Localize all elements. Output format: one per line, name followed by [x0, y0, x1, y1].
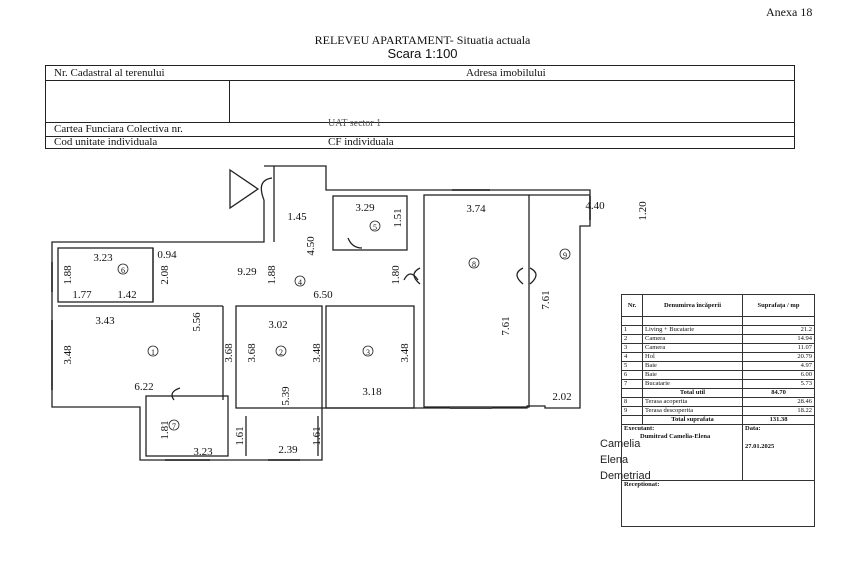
dimension-label: 1.45 [287, 211, 307, 223]
dimension-label: 1.77 [72, 289, 92, 301]
executant-label: Executant: [624, 425, 655, 432]
dimension-label: 7.61 [540, 290, 552, 309]
uat-label: UAT sector 1 [328, 118, 382, 129]
room-6-marker [117, 263, 129, 275]
room-number: 5 [373, 223, 377, 232]
dimension-label: 4.50 [305, 236, 317, 256]
data-label: Data: [745, 425, 761, 432]
room-number: 1 [151, 348, 155, 357]
col-area: Suprafaţa / mp [742, 294, 815, 317]
dimension-label: 3.02 [268, 319, 287, 331]
dimension-label: 3.43 [95, 315, 115, 327]
dimension-label: 9.29 [237, 266, 257, 278]
receptionat-label: Receptionat: [621, 480, 815, 527]
dimension-label: 1.61 [234, 426, 246, 445]
signature-line-1: Camelia [600, 438, 641, 450]
date-value: 27.01.2025 [745, 443, 775, 450]
dimension-label: 0.94 [157, 249, 177, 261]
scale-label: Scara 1:100 [387, 46, 458, 61]
header-row-3: Cartea Funciara Colectiva nr. UAT sector… [46, 118, 794, 137]
entrance-arrow-icon [229, 168, 260, 210]
dimension-label: 3.68 [223, 343, 235, 363]
dimension-label: 1.88 [62, 265, 74, 285]
room-number: 4 [298, 278, 302, 287]
room-number: 6 [121, 266, 125, 275]
dimension-label: 3.29 [355, 202, 375, 214]
cf-colectiva-label: Cartea Funciara Colectiva nr. [54, 123, 183, 135]
header-row-1: Nr. Cadastral al terenului Adresa imobil… [46, 66, 794, 81]
header-table: Nr. Cadastral al terenului Adresa imobil… [45, 65, 795, 149]
cod-unitate-label: Cod unitate individuala [54, 136, 158, 148]
room-7-marker [168, 419, 180, 431]
dimension-label: 6.22 [134, 381, 153, 393]
address-label: Adresa imobilului [466, 67, 546, 79]
annex-label: Anexa 18 [766, 5, 813, 19]
receptionat-row: Receptionat: [621, 480, 815, 527]
dimension-label: 2.08 [159, 265, 171, 285]
cf-individuala-label: CF individuala [328, 136, 394, 148]
cadastral-label: Nr. Cadastral al terenului [54, 67, 165, 79]
dimension-label: 1.88 [266, 265, 278, 285]
dimension-label: 3.68 [246, 343, 258, 363]
dimension-label: 3.48 [399, 343, 411, 363]
dimension-label: 5.56 [191, 312, 203, 332]
dimension-label: 2.39 [278, 444, 298, 456]
dimension-label: 3.48 [311, 343, 323, 363]
room-3-marker [362, 345, 374, 357]
room-2-marker [275, 345, 287, 357]
dimension-label: 3.74 [466, 203, 486, 215]
dimension-label: 1.80 [390, 265, 402, 285]
document-title: RELEVEU APARTAMENT- Situatia actuala [314, 33, 531, 47]
room-5-marker [369, 220, 381, 232]
room-number: 7 [172, 422, 176, 431]
dimension-label: 3.23 [93, 252, 113, 264]
room-number: 8 [472, 260, 476, 269]
header-row-4: Cod unitate individuala CF individuala [46, 136, 794, 149]
dimension-label: 5.39 [280, 386, 292, 406]
dimension-label: 3.48 [62, 345, 74, 365]
dimension-label: 1.42 [117, 289, 136, 301]
header-row-2 [46, 80, 794, 123]
col-name: Denumirea încăperii [642, 294, 743, 317]
executant-name: Dumitrad Camelia-Elena [640, 433, 711, 440]
dimension-label: 1.51 [392, 208, 404, 227]
area-table: Nr. Denumirea încăperii Suprafaţa / mp 1… [621, 294, 815, 534]
dimension-label: 1.61 [311, 426, 323, 445]
col-nr: Nr. [621, 294, 643, 317]
dimension-label: 7.61 [500, 316, 512, 335]
signature-line-3: Demetriad [600, 470, 651, 482]
dimension-label: 3.18 [362, 386, 382, 398]
room-4-marker [294, 275, 306, 287]
dimension-label: 1.20 [637, 201, 649, 221]
room-number: 9 [563, 251, 567, 260]
room-1-marker [147, 345, 159, 357]
dimension-label: 1.81 [159, 420, 171, 439]
room-9-marker [559, 248, 571, 260]
dimension-label: 3.23 [193, 446, 213, 458]
room-number: 3 [366, 348, 370, 357]
room-number: 2 [279, 348, 283, 357]
dimension-label: 6.50 [313, 289, 333, 301]
dimension-label: 2.02 [552, 391, 571, 403]
room-8-marker [468, 257, 480, 269]
header-divider [229, 80, 230, 122]
dimension-label: 4.40 [585, 200, 605, 212]
signature-line-2: Elena [600, 454, 629, 466]
